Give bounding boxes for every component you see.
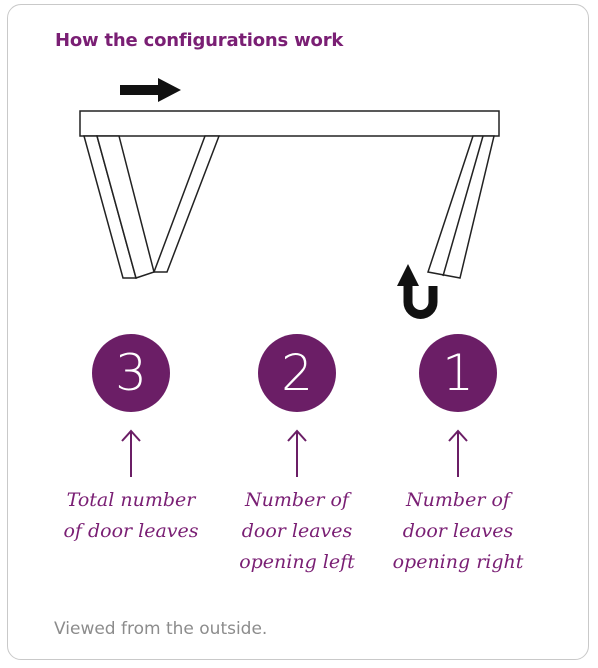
- arrow-up-icon: [448, 429, 468, 477]
- total-leaves-number: 3: [92, 334, 170, 412]
- caption-line: opening right: [392, 551, 524, 573]
- arrow-right-icon: [120, 78, 181, 102]
- caption-line: Total number: [66, 489, 196, 511]
- footer-note: Viewed from the outside.: [54, 619, 268, 639]
- u-turn-arrow-icon: [397, 264, 438, 319]
- right-leaves-caption: Number of door leaves opening right: [373, 485, 543, 578]
- left-folding-leaves: [83, 135, 221, 279]
- caption-line: door leaves: [402, 520, 514, 542]
- caption-line: of door leaves: [63, 520, 199, 542]
- caption-line: Number of: [245, 489, 349, 511]
- total-leaves-caption: Total number of door leaves: [46, 485, 216, 547]
- caption-line: opening left: [239, 551, 355, 573]
- caption-line: Number of: [406, 489, 510, 511]
- right-swing-leaf: [427, 135, 495, 279]
- arrow-up-icon: [287, 429, 307, 477]
- page-title: How the configurations work: [55, 30, 344, 51]
- door-header-rail: [79, 110, 500, 137]
- caption-line: door leaves: [241, 520, 353, 542]
- right-leaves-number: 1: [419, 334, 497, 412]
- left-leaves-caption: Number of door leaves opening left: [212, 485, 382, 578]
- left-leaves-number: 2: [258, 334, 336, 412]
- arrow-up-icon: [121, 429, 141, 477]
